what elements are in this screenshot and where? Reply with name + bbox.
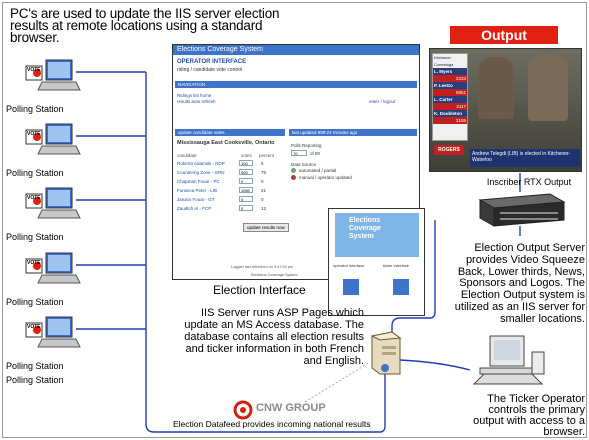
ticker-bar: Andrew Telegdi (LIB) is elected in Kitch… xyxy=(470,149,580,167)
polls-label: Polls Reporting xyxy=(291,143,322,148)
cnw-label: CNW GROUP xyxy=(256,402,326,414)
laptop-icon: VOTE xyxy=(25,252,81,284)
operator-link[interactable]: operator interface xyxy=(333,263,365,268)
ticker-link[interactable]: ticker interface xyxy=(383,263,410,268)
coverage-banner: Elections Coverage System xyxy=(335,213,419,257)
nav-link-refresh[interactable]: results auto refresh xyxy=(177,99,216,104)
operator-subheader: riding / candidate vote control xyxy=(177,67,243,73)
station-label: Polling Station xyxy=(6,297,64,307)
ticker-operator-description: The Ticker Operator controls the primary… xyxy=(473,393,585,438)
data-source-label: Data Source xyxy=(291,162,317,167)
col-candidate: candidate xyxy=(177,153,197,158)
navigation-bar: NAVIGATION xyxy=(175,81,417,88)
percent-value: 5 xyxy=(261,161,264,166)
footer-refresh: Logged last refreshed on 3:47:04 pm xyxy=(231,265,294,269)
candidate-name: Zaudtch Al - FCP xyxy=(177,206,212,211)
laptop-icon: VOTE xyxy=(25,187,81,219)
polls-value: of 90 xyxy=(310,151,321,156)
ticker-icon[interactable] xyxy=(393,279,409,295)
server-to-output-line xyxy=(391,220,436,338)
output-server-icon xyxy=(478,193,566,227)
riding-name: Mississauga East Cooksville, Ontario xyxy=(177,140,275,146)
coverage-title: System xyxy=(349,233,374,240)
candidate-name: Chapman Fouar - PC xyxy=(177,179,220,184)
datafeed-description: Election Datafeed provides incoming nati… xyxy=(173,419,371,429)
percent-value: 75 xyxy=(261,170,267,175)
station-label: Polling Station xyxy=(6,168,64,178)
laptop-icon: VOTE xyxy=(25,123,81,155)
update-results-button[interactable]: update results now xyxy=(243,223,289,232)
polling-station-1: VOTE Polling Station xyxy=(6,56,86,118)
polling-station-3: VOTE Polling Station xyxy=(6,184,86,246)
candidate-name: Fonseca Peter - LIB xyxy=(177,188,218,193)
votes-input[interactable]: 0 xyxy=(239,178,253,184)
percent-value: 21 xyxy=(261,188,267,193)
top-note: PC's are used to update the IIS server e… xyxy=(10,6,280,45)
source-automated: automated / partial xyxy=(299,168,337,173)
polling-station-6: Polling Station xyxy=(6,337,86,399)
coverage-title: Coverage xyxy=(349,225,381,232)
iis-server-icon xyxy=(370,331,402,375)
footer-system: Elections Coverage System xyxy=(251,273,298,277)
vote-badge: VOTE xyxy=(27,67,41,73)
candidate-name: Countering Zone - GRN xyxy=(177,170,225,175)
percent-value: 12 xyxy=(261,206,267,211)
station-label: Polling Station xyxy=(6,104,64,114)
votes-input[interactable]: 100 xyxy=(239,160,253,166)
candidate-name: Janacs Fouar - GT xyxy=(177,197,215,202)
nav-link-ridings[interactable]: Ridings list home xyxy=(177,93,212,98)
station-label: Polling Station xyxy=(6,375,64,385)
vote-badge: VOTE xyxy=(27,324,41,330)
col-votes: votes xyxy=(241,153,252,158)
panel-left-title: update candidate votes xyxy=(175,129,285,136)
operator-header: OPERATOR INTERFACE xyxy=(177,59,247,65)
vote-badge: VOTE xyxy=(27,260,41,266)
anchor-1 xyxy=(478,57,514,119)
candidate-name: Roberta Adamski - NDP xyxy=(177,161,225,166)
nav-link-logout[interactable]: enter / logout xyxy=(369,99,396,104)
laptop-icon: VOTE xyxy=(25,316,81,348)
coverage-system-window: Elections Coverage System operator inter… xyxy=(328,208,425,316)
sponsor-logo: ROGERS xyxy=(434,145,464,155)
radio-manual[interactable] xyxy=(291,175,296,180)
election-interface-window: Elections Coverage System OPERATOR INTER… xyxy=(172,44,420,280)
results-sidebar: Kitchener Conestoga L. Myers 2233 P. Lee… xyxy=(432,53,468,141)
col-percent: percent xyxy=(259,153,275,158)
polling-station-2: VOTE Polling Station xyxy=(6,120,86,182)
datafeed-dashed-line xyxy=(304,361,371,403)
output-tv-screen: Kitchener Conestoga L. Myers 2233 P. Lee… xyxy=(429,48,582,172)
iis-description: IIS Server runs ASP Pages which update a… xyxy=(184,307,364,367)
laptop-icon: VOTE xyxy=(25,59,81,91)
station-label: Polling Station xyxy=(6,361,64,371)
cnw-logo-icon xyxy=(233,400,253,420)
station-label: Polling Station xyxy=(6,232,64,242)
votes-input[interactable]: 0 xyxy=(239,196,253,202)
percent-value: 0 xyxy=(261,197,264,202)
votes-input[interactable]: 0 xyxy=(239,205,253,211)
polling-station-4: VOTE Polling Station xyxy=(6,249,86,311)
source-manual: manual / operator updated xyxy=(299,175,352,180)
percent-value: 0 xyxy=(261,179,264,184)
polling-station-5: VOTE Polling Station xyxy=(6,313,86,375)
election-interface-caption: Election Interface xyxy=(213,283,306,297)
radio-automated[interactable] xyxy=(291,168,296,173)
polls-input[interactable]: 70 xyxy=(291,150,307,156)
rtx-label: Inscriber RTX Output xyxy=(486,177,572,187)
vote-badge: VOTE xyxy=(27,131,41,137)
votes-input[interactable]: 1060 xyxy=(239,187,253,193)
vote-badge: VOTE xyxy=(27,195,41,201)
ticker-link-line xyxy=(399,359,471,371)
anchor-2 xyxy=(528,55,568,121)
ticker-pc-icon xyxy=(472,335,545,385)
votes-input[interactable]: 900 xyxy=(239,169,253,175)
output-badge: Output xyxy=(450,26,558,44)
panel-right-title: last updated 998:23 minutes ago xyxy=(289,129,417,136)
operator-icon[interactable] xyxy=(343,279,359,295)
coverage-title: Elections xyxy=(349,217,381,224)
window-titlebar: Elections Coverage System xyxy=(173,45,419,55)
output-server-description: Election Output Server provides Video Sq… xyxy=(454,242,585,325)
main-bus-line xyxy=(145,72,386,433)
